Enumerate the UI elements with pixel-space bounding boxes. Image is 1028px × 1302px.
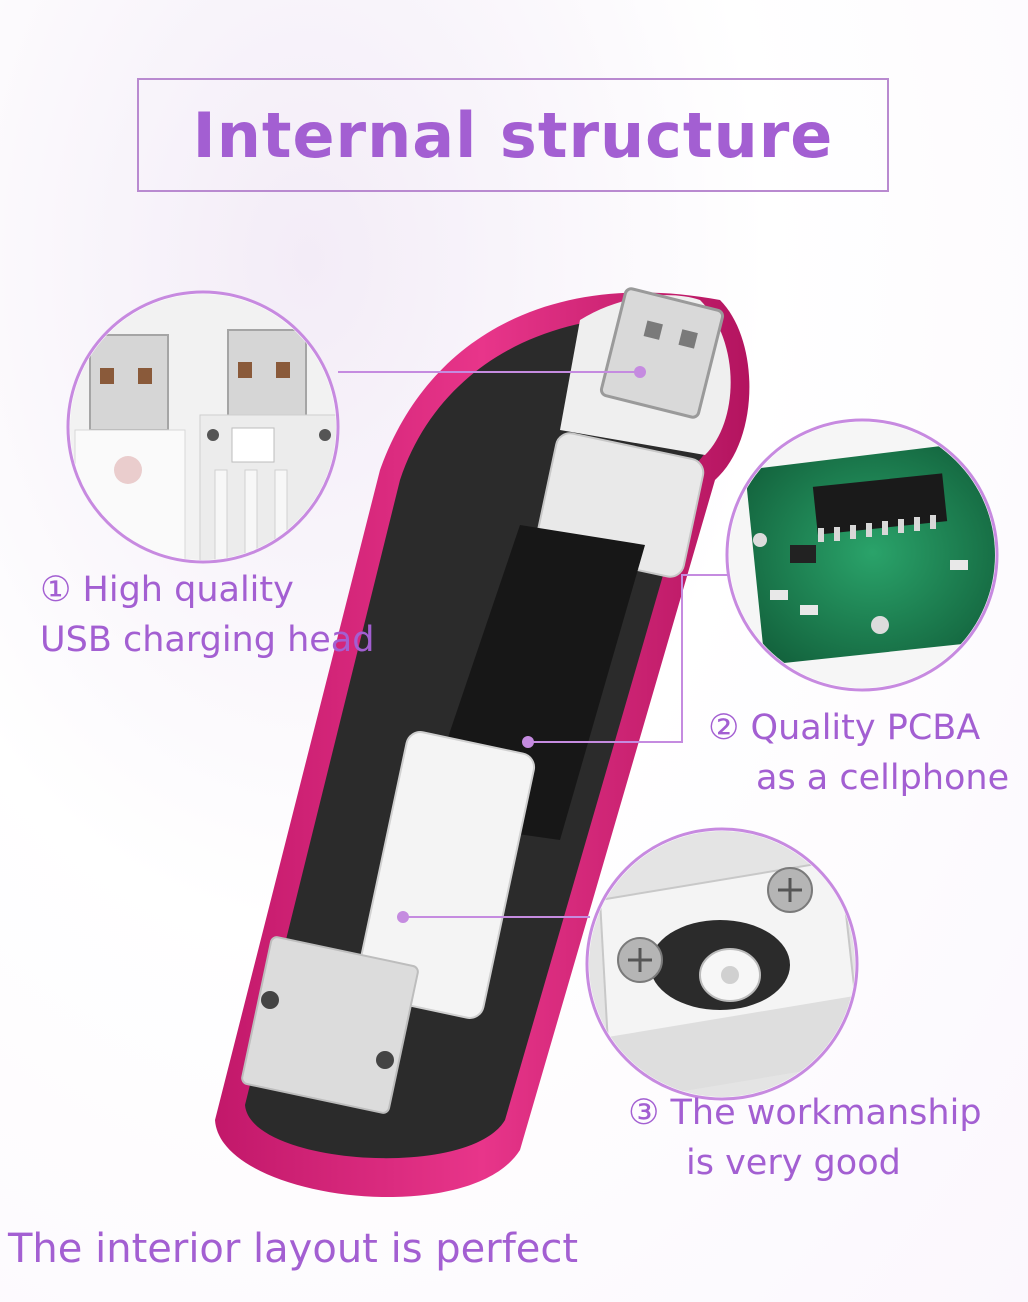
callout-number-2: ② (708, 708, 740, 748)
page-title: Internal structure (192, 98, 834, 172)
usb-callout: ① High quality USB charging head (40, 565, 374, 665)
callout-number-3: ③ (628, 1093, 660, 1133)
workmanship-detail-circle (585, 827, 859, 1101)
pcba-callout-text-1: Quality PCBA (750, 708, 981, 748)
usb-detail-circle (66, 290, 340, 564)
usb-callout-line2: USB charging head (40, 620, 375, 660)
pcba-detail-circle (725, 418, 999, 692)
usb-callout-text-1: High quality (82, 570, 294, 610)
workmanship-callout-line1: ③ The workmanship (628, 1088, 982, 1138)
workmanship-callout: ③ The workmanship is very good (628, 1088, 982, 1188)
pcba-callout-line1: ② Quality PCBA (708, 703, 1009, 753)
usb-callout-line1: ① High quality (40, 565, 374, 615)
workmanship-callout-line2: is very good (686, 1143, 901, 1183)
title-box: Internal structure (137, 78, 889, 192)
device-body (215, 287, 750, 1198)
footer-caption: The interior layout is perfect (8, 1226, 579, 1272)
pcba-callout-line2: as a cellphone (756, 758, 1010, 798)
workmanship-callout-text-1: The workmanship (670, 1093, 982, 1133)
callout-lines (338, 366, 728, 923)
callout-number-1: ① (40, 570, 72, 610)
pcba-callout: ② Quality PCBA as a cellphone (708, 703, 1009, 803)
